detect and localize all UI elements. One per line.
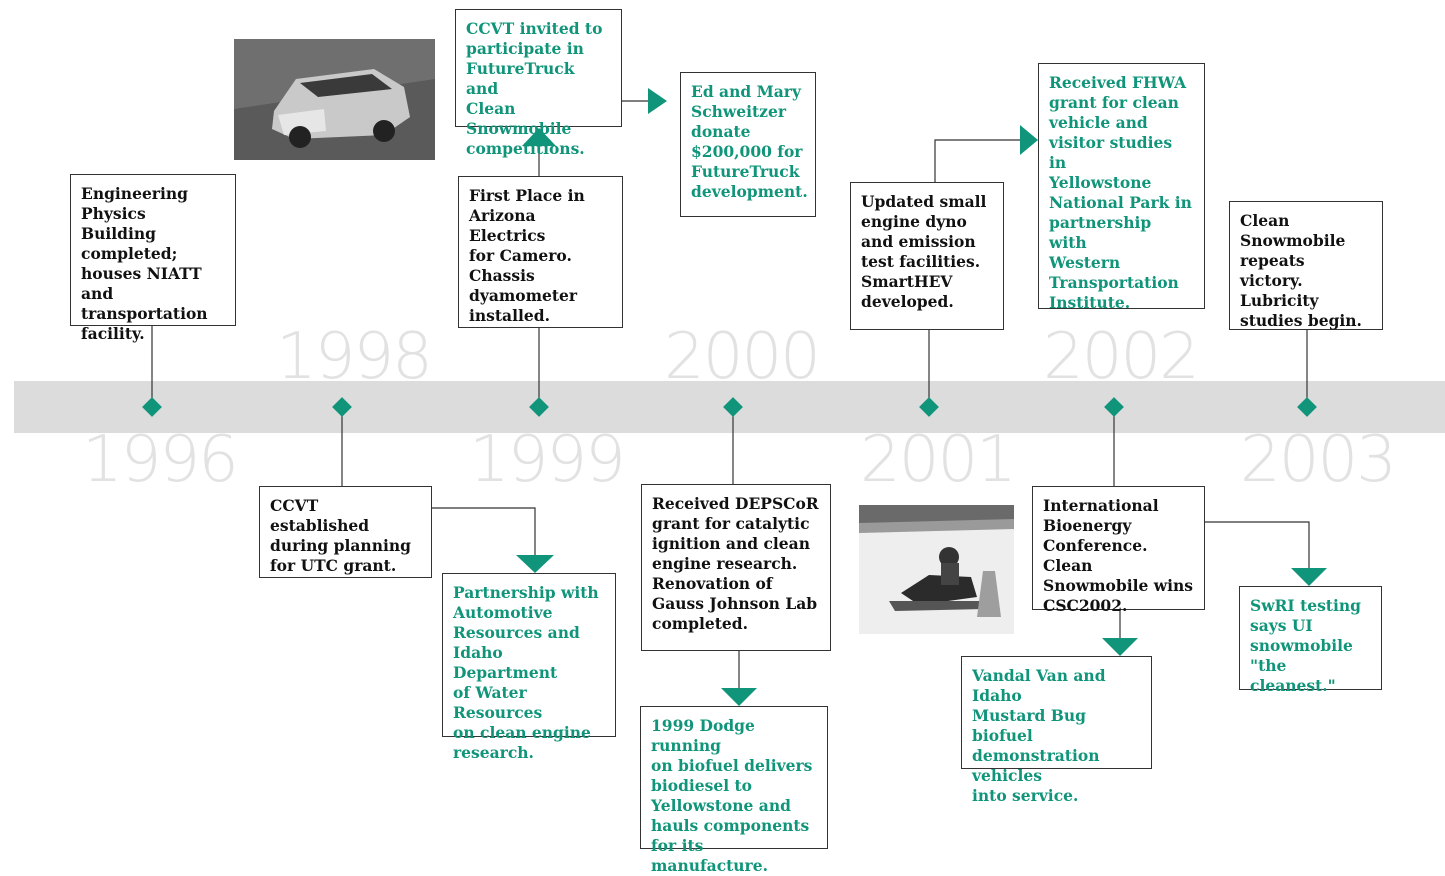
event-box-1998: CCVT established during planning for UTC…	[259, 486, 432, 578]
event-box-2001: Updated small engine dyno and emission t…	[850, 182, 1004, 330]
event-box-1999-donation: Ed and Mary Schweitzer donate $200,000 f…	[680, 72, 816, 217]
event-box-1998-partnership: Partnership with Automotive Resources an…	[442, 573, 616, 762]
arrow-down-icon	[516, 555, 554, 573]
arrow-up-icon	[522, 128, 556, 146]
arrow-down-icon	[1102, 638, 1138, 656]
snowmobile-photo	[859, 505, 1014, 634]
year-label-2001: 2001	[860, 423, 1017, 497]
event-box-2001-fhwa: Received FHWA grant for clean vehicle an…	[1038, 63, 1205, 312]
year-label-2003: 2003	[1240, 423, 1397, 497]
event-box-2002-vehicles: Vandal Van and Idaho Mustard Bug biofuel…	[961, 656, 1152, 805]
event-box-2000-dodge: 1999 Dodge running on biofuel delivers b…	[640, 706, 828, 875]
event-box-2003-swri: SwRI testing says UI snowmobile "the cle…	[1239, 586, 1382, 695]
arrow-right-icon	[1020, 125, 1038, 155]
event-box-2002: International Bioenergy Conference. Clea…	[1032, 486, 1205, 615]
arrow-right-icon	[648, 88, 667, 114]
event-box-2003: Clean Snowmobile repeats victory. Lubric…	[1229, 201, 1383, 330]
event-box-1999: First Place in Arizona Electrics for Cam…	[458, 176, 623, 328]
year-label-1996: 1996	[82, 423, 239, 497]
year-label-1999: 1999	[469, 423, 626, 497]
year-label-1998: 1998	[276, 320, 433, 394]
vehicle-photo	[234, 39, 435, 160]
arrow-down-icon	[721, 688, 757, 706]
event-box-1999-invited: CCVT invited to participate in FutureTru…	[455, 9, 622, 158]
year-label-2002: 2002	[1043, 320, 1200, 394]
connector-lines	[151, 88, 1327, 706]
arrow-down-icon	[1291, 568, 1327, 586]
event-box-1996: Engineering Physics Building completed; …	[70, 174, 236, 343]
year-label-2000: 2000	[664, 320, 821, 394]
event-box-2000: Received DEPSCoR grant for catalytic ign…	[641, 484, 831, 651]
